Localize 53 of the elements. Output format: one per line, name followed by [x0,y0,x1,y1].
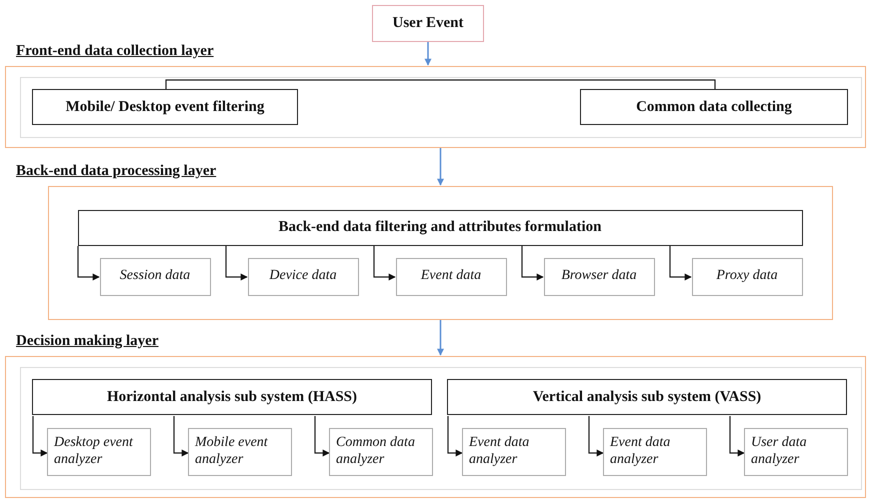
arrow [447,416,463,456]
process-box [32,89,298,125]
data-box [544,258,654,296]
arrow [225,246,248,280]
data-label: User data analyzer [751,435,808,469]
arrow [424,42,432,66]
arrow [77,246,100,280]
arrow [588,416,604,456]
arrow [437,148,444,186]
box-label: Mobile/ Desktop event filtering [66,98,264,116]
data-label: Session data [120,268,190,285]
layer-heading: Decision making layer [16,333,158,350]
arrow [173,416,189,456]
data-label: Mobile event analyzer [195,435,269,469]
layer-heading: Front-end data collection layer [16,43,214,60]
data-box [744,428,848,476]
box-label: Back-end data filtering and attributes formulation [278,219,602,236]
box-label: User Event [392,15,464,32]
inner-panel [20,76,862,138]
box-label: Vertical analysis sub system (VASS) [532,388,762,406]
arrow [729,416,745,456]
data-label: Event data analyzer [469,435,530,469]
inner-panel [20,366,862,490]
data-box [47,428,151,476]
event-box [372,5,484,42]
arrow [314,416,330,456]
arrow [373,246,396,280]
data-label: Event data [420,268,482,285]
data-label: Common data analyzer [336,435,416,469]
data-box [329,428,433,476]
data-label: Event data analyzer [610,435,672,469]
box-label: Common data collecting [636,98,792,116]
data-label: Desktop event analyzer [54,435,134,469]
data-box [603,428,707,476]
data-box [188,428,292,476]
layer-heading: Back-end data processing layer [16,163,216,180]
process-box [32,379,432,415]
data-label: Browser data [561,268,637,285]
box-label: Horizontal analysis sub system (HASS) [106,388,358,406]
data-label: Proxy data [716,268,778,285]
data-box [692,258,802,296]
data-box [248,258,358,296]
process-box [447,379,847,415]
arrow [437,320,444,356]
process-box [580,89,848,125]
data-box [100,258,210,296]
arrow [669,246,692,280]
data-box [396,258,506,296]
process-box [78,210,802,246]
arrow [32,416,48,456]
data-box [462,428,566,476]
arrow [521,246,544,280]
data-label: Device data [269,268,337,285]
